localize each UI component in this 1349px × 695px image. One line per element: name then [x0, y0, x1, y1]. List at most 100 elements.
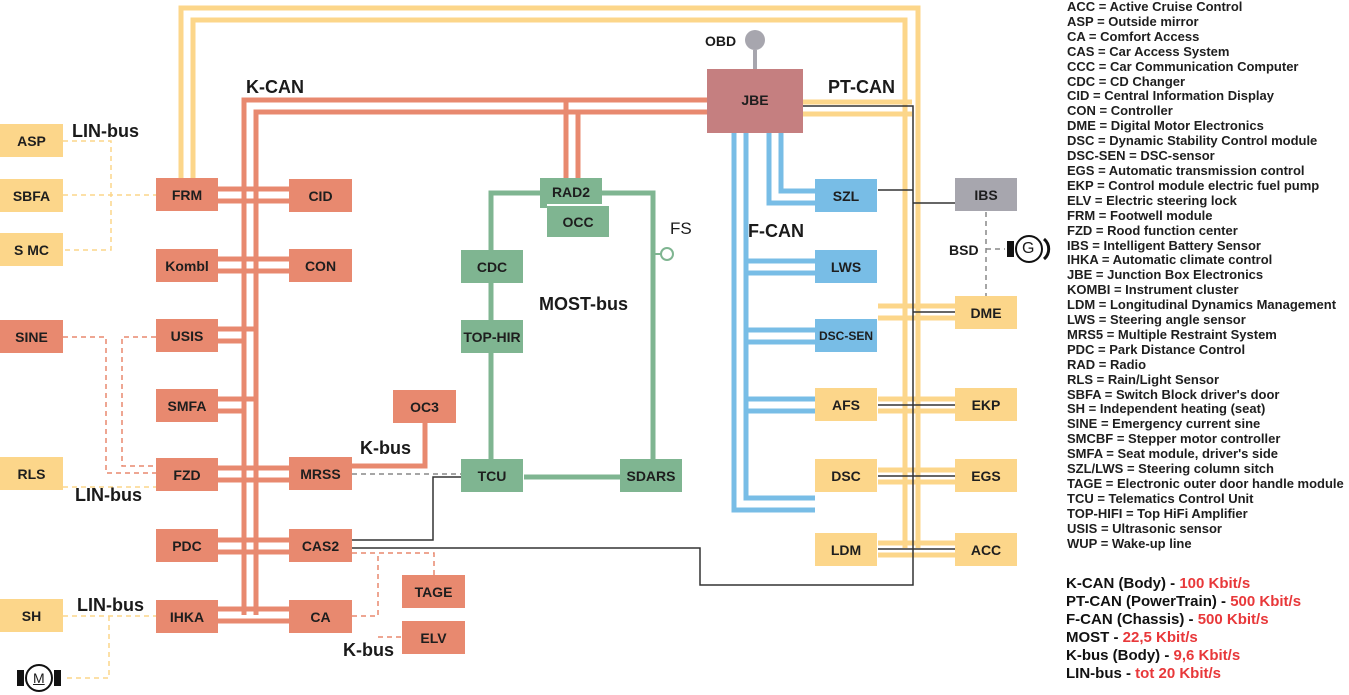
node-dsc[interactable]: DSC [815, 459, 877, 492]
bus-rate: 9,6 Kbit/s [1173, 647, 1241, 664]
legend-entry: ELV = Electric steering lock [1067, 192, 1237, 208]
bus-speed-row: MOST - 22,5 Kbit/s [1066, 629, 1301, 647]
node-occ[interactable]: OCC [547, 204, 609, 237]
node-sbfa[interactable]: SBFA [0, 179, 63, 212]
fs-connector [660, 247, 674, 261]
node-smfa[interactable]: SMFA [156, 389, 218, 422]
node-frm[interactable]: FRM [156, 178, 218, 211]
node-smc[interactable]: S MC [0, 233, 63, 266]
node-cid[interactable]: CID [289, 179, 352, 212]
motor-label: M [33, 670, 45, 686]
node-pdc[interactable]: PDC [156, 529, 218, 562]
legend-entry: ACC = Active Cruise Control [1067, 0, 1243, 14]
lin-bus-label-3: LIN-bus [77, 595, 144, 615]
wake-up-lines [352, 105, 958, 586]
legend-entry: IHKA = Automatic climate control [1067, 252, 1273, 268]
legend-entry: IBS = Intelligent Battery Sensor [1067, 237, 1261, 253]
node-tage[interactable]: TAGE [402, 575, 465, 608]
fs-label: FS [670, 219, 692, 238]
node-szl[interactable]: SZL [815, 179, 877, 212]
bus-speed-row: K-bus (Body) - 9,6 Kbit/s [1066, 647, 1301, 665]
most-bus-label: MOST-bus [539, 294, 628, 314]
legend-entry: TOP-HIFI = Top HiFi Amplifier [1067, 505, 1248, 521]
generator-label: G [1022, 240, 1035, 257]
node-ekp[interactable]: EKP [955, 388, 1017, 421]
legend-entry: LWS = Steering angle sensor [1067, 312, 1246, 328]
legend-entry: SZL/LWS = Steering column sitch [1067, 461, 1274, 477]
lin-lines [63, 140, 156, 679]
node-sdars[interactable]: SDARS [620, 459, 682, 492]
node-lws[interactable]: LWS [815, 250, 877, 283]
node-sine[interactable]: SINE [0, 320, 63, 353]
node-cdc[interactable]: CDC [461, 250, 523, 283]
legend-entry: KOMBI = Instrument cluster [1067, 282, 1239, 298]
legend-entry: USIS = Ultrasonic sensor [1067, 520, 1222, 536]
bus-rate: 100 Kbit/s [1179, 575, 1251, 592]
legend-entry: CID = Central Information Display [1067, 88, 1274, 104]
bus-name: K-bus (Body) - [1066, 647, 1174, 664]
f-can-label: F-CAN [748, 221, 804, 241]
legend-entry: LDM = Longitudinal Dynamics Management [1067, 297, 1337, 313]
obd-connector [745, 30, 765, 50]
legend-entry: SINE = Emergency current sine [1067, 416, 1261, 432]
node-acc[interactable]: ACC [955, 533, 1017, 566]
legend-entry: JBE = Junction Box Electronics [1067, 267, 1264, 283]
legend-entry: RAD = Radio [1067, 356, 1147, 372]
node-ldm[interactable]: LDM [815, 533, 877, 566]
pt-can-lines [178, 5, 958, 558]
node-jbe[interactable]: JBE [707, 69, 803, 133]
bus-name: MOST - [1066, 629, 1123, 646]
bus-name: F-CAN (Chassis) - [1066, 611, 1198, 628]
node-fzd[interactable]: FZD [156, 458, 218, 491]
node-mrss[interactable]: MRSS [289, 457, 352, 490]
bus-speed-row: PT-CAN (PowerTrain) - 500 Kbit/s [1066, 593, 1301, 611]
f-can-lines [731, 133, 815, 513]
legend-entry: DSC = Dynamic Stability Control module [1067, 133, 1318, 149]
node-kombi[interactable]: Kombl [156, 249, 218, 282]
most-lines [488, 190, 656, 480]
node-dsc-sen[interactable]: DSC-SEN [815, 319, 877, 352]
node-ihka[interactable]: IHKA [156, 600, 218, 633]
bus-rate: 500 Kbit/s [1230, 593, 1302, 610]
node-dme[interactable]: DME [955, 296, 1017, 329]
bus-rate: 22,5 Kbit/s [1122, 629, 1198, 646]
node-elv[interactable]: ELV [402, 621, 465, 654]
node-asp[interactable]: ASP [0, 124, 63, 157]
k-can-lines [218, 97, 710, 624]
legend-entry: ASP = Outside mirror [1067, 13, 1199, 29]
node-sh[interactable]: SH [0, 599, 63, 632]
node-rls[interactable]: RLS [0, 457, 63, 490]
lin-bus-label-1: LIN-bus [72, 121, 139, 141]
node-afs[interactable]: AFS [815, 388, 877, 421]
bus-name: LIN-bus - [1066, 665, 1136, 682]
legend-entry: FRM = Footwell module [1067, 207, 1213, 223]
node-tcu[interactable]: TCU [461, 459, 523, 492]
k-bus-label-2: K-bus [343, 640, 394, 660]
bus-speed-row: F-CAN (Chassis) - 500 Kbit/s [1066, 611, 1301, 629]
node-ca[interactable]: CA [289, 600, 352, 633]
node-egs[interactable]: EGS [955, 459, 1017, 492]
k-can-label: K-CAN [246, 77, 304, 97]
node-oc3[interactable]: OC3 [393, 390, 456, 423]
lin-bus-label-2: LIN-bus [75, 485, 142, 505]
node-ibs[interactable]: IBS [955, 178, 1017, 211]
generator-icon [1007, 235, 1051, 263]
legend-entry: SBFA = Switch Block driver's door [1067, 386, 1280, 402]
legend-entry: SMFA = Seat module, driver's side [1067, 446, 1279, 462]
bus-rate: 500 Kbit/s [1197, 611, 1269, 628]
node-usis[interactable]: USIS [156, 319, 218, 352]
bus-rate: tot 20 Kbit/s [1135, 665, 1221, 682]
legend-entry: SMCBF = Stepper motor controller [1067, 431, 1281, 447]
legend-entry: SH = Independent heating (seat) [1067, 401, 1266, 417]
node-rad2[interactable]: RAD2 [540, 178, 602, 208]
legend-entry: EGS = Automatic transmission control [1067, 162, 1305, 178]
node-top-hir[interactable]: TOP-HIR [461, 320, 523, 353]
legend-entry: DME = Digital Motor Electronics [1067, 118, 1264, 134]
legend-entry: EKP = Control module electric fuel pump [1067, 177, 1320, 193]
node-cas2[interactable]: CAS2 [289, 529, 352, 562]
node-con[interactable]: CON [289, 249, 352, 282]
legend-entry: TAGE = Electronic outer door handle modu… [1067, 476, 1344, 491]
pt-can-label: PT-CAN [828, 77, 895, 97]
